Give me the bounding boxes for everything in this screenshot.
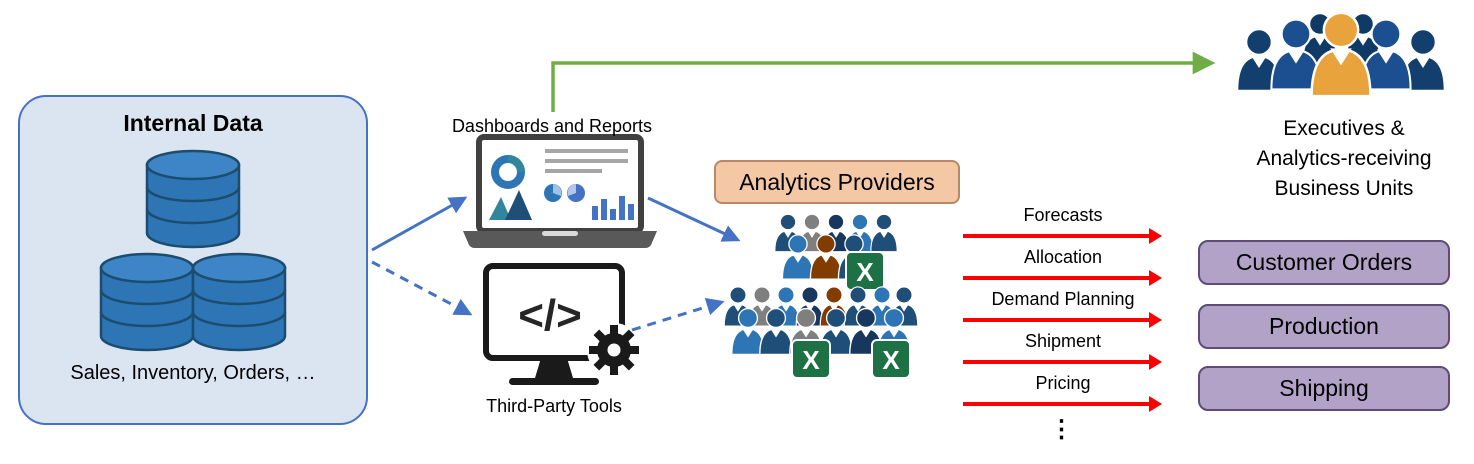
excel-icon: X [871,339,911,379]
executives-caption-line3: Business Units [1274,177,1414,200]
executives-group-icon [1236,11,1446,98]
flow-arrow-pricing [963,396,1162,412]
flow-row-shipment: Shipment [962,331,1164,370]
arrow-dashboards-to-providers [647,196,741,242]
analytics-providers-box: Analytics Providers [714,160,960,204]
flow-label-forecasts: Forecasts [1023,205,1103,225]
monitor-icon: </> [483,263,641,385]
arrow-thirdparty-to-providers [631,297,725,332]
executives-caption: Executives & Analytics-receiving Busines… [1216,114,1472,204]
flow-ellipsis: ⋮ [1049,416,1074,443]
analytics-team-icon-1: X [774,213,898,291]
executives-caption-line2: Analytics-receiving [1256,147,1432,170]
arrow-internal-to-dashboards [371,196,468,252]
third-party-tools-label: Third-Party Tools [486,396,622,416]
flow-row-allocation: Allocation [962,247,1164,286]
arrow-internal-to-thirdparty [371,260,473,316]
flow-arrow-allocation [963,270,1162,286]
business-unit-label: Production [1269,313,1379,339]
arrow-dashboards-to-executives [551,51,1216,112]
flow-label-pricing: Pricing [1035,373,1091,393]
gear-icon [587,323,641,377]
flow-row-pricing: Pricing [962,373,1164,412]
business-unit-label: Shipping [1279,375,1369,401]
code-icon: </> [518,291,582,340]
excel-letter: X [802,345,820,375]
excel-letter: X [856,257,874,287]
flow-arrow-demand-planning [963,312,1162,328]
business-unit-customer-orders: Customer Orders [1198,240,1450,285]
flow-arrow-forecasts [963,228,1162,244]
laptop-dashboard-icon [463,134,657,248]
internal-data-title: Internal Data [123,110,263,136]
dashboards-reports-label: Dashboards and Reports [451,116,653,136]
flow-row-demand-planning: Demand Planning [962,289,1164,328]
excel-letter: X [882,345,900,375]
flow-arrow-shipment [963,354,1162,370]
business-unit-production: Production [1198,304,1450,349]
analytics-providers-label: Analytics Providers [739,168,935,195]
internal-data-caption: Sales, Inventory, Orders, … [70,362,316,384]
analytics-team-icon-2: X X [723,286,919,379]
flow-label-demand-planning: Demand Planning [991,289,1135,309]
excel-icon: X [845,251,885,291]
flow-row-forecasts: Forecasts [962,205,1164,244]
excel-icon: X [791,339,831,379]
business-unit-shipping: Shipping [1198,366,1450,411]
business-unit-label: Customer Orders [1235,249,1413,275]
flow-label-shipment: Shipment [1024,331,1102,351]
executives-caption-line1: Executives & [1283,117,1405,140]
flow-label-allocation: Allocation [1023,247,1103,267]
